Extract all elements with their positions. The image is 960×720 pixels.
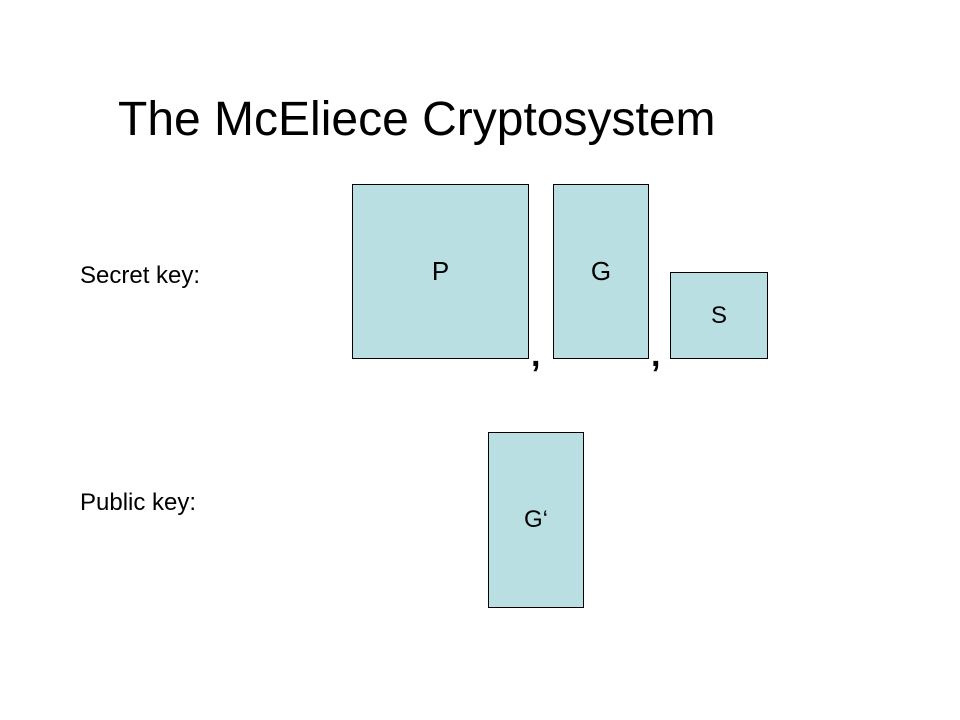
matrix-g: G	[553, 184, 649, 359]
secret-key-label: Secret key:	[80, 262, 201, 289]
matrix-s-label: S	[710, 301, 727, 329]
matrix-p: P	[352, 184, 529, 359]
matrix-g-prime: G‘	[488, 432, 584, 608]
separator-comma: ,	[651, 336, 661, 374]
slide-title: The McEliece Cryptosystem	[118, 93, 716, 146]
separator-comma: ,	[531, 336, 541, 374]
matrix-g-label: G	[590, 256, 612, 286]
matrix-g-prime-label: G‘	[524, 506, 548, 533]
public-key-label: Public key:	[80, 489, 197, 516]
matrix-s: S	[670, 272, 768, 359]
matrix-p-label: P	[431, 256, 450, 286]
